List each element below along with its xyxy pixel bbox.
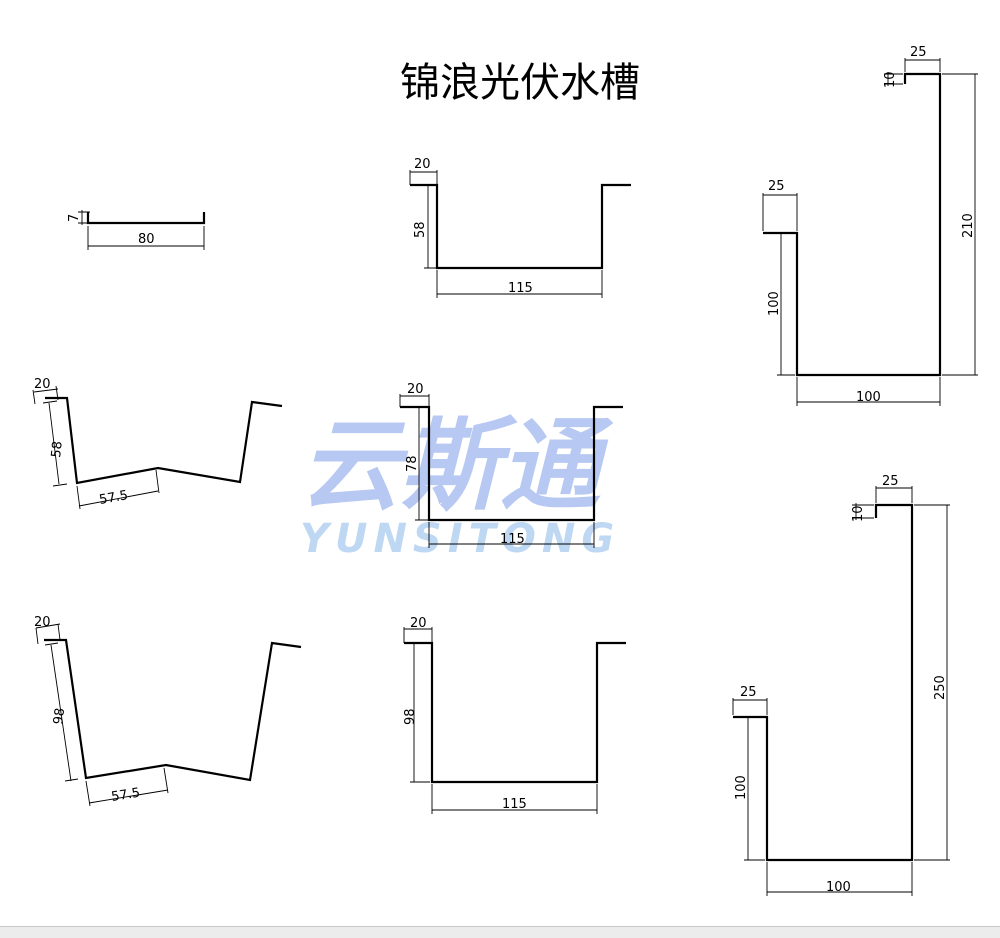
- dim-inner-height: 100: [734, 775, 749, 800]
- dim-lip: 20: [410, 616, 427, 631]
- dim-lip: 20: [407, 382, 424, 397]
- watermark-en: YUNSITONG: [300, 516, 620, 562]
- profile-u-channel-78: 20 78 115: [399, 382, 623, 548]
- dim-width: 100: [856, 390, 881, 405]
- profile-u-channel-98: 20 98 115: [403, 616, 626, 814]
- drawing-title: 锦浪光伏水槽: [400, 60, 640, 106]
- profile-flat-strip: 7 80: [67, 210, 206, 250]
- dim-inner-height: 100: [767, 291, 782, 316]
- profile-u-channel-58: 20 58 115: [409, 157, 631, 298]
- watermark: 云斯通 YUNSITONG: [300, 407, 620, 562]
- dim-width: 80: [138, 232, 155, 247]
- dim-lip: 20: [34, 377, 51, 392]
- dim-inner-lip: 25: [740, 685, 757, 700]
- dim-height: 78: [405, 455, 420, 472]
- dim-top-return: 10: [851, 505, 866, 522]
- status-bar: [0, 926, 1000, 938]
- dim-height: 58: [49, 440, 66, 458]
- dim-top-lip: 25: [910, 45, 927, 60]
- profile-tall-gutter-250: 25 10 25 250 100 100: [732, 474, 950, 896]
- dim-top-return: 10: [883, 71, 898, 88]
- dim-width: 115: [502, 797, 527, 812]
- dim-width: 115: [508, 281, 533, 296]
- dim-width: 100: [826, 880, 851, 895]
- dim-lip: 7: [67, 214, 82, 222]
- watermark-cn: 云斯通: [300, 407, 614, 524]
- dim-outer-height: 210: [961, 213, 976, 238]
- dim-height: 98: [51, 707, 68, 725]
- profile-tall-gutter-210: 25 10 25 210 100 100: [762, 45, 978, 406]
- profile-w-trough-58: 20 58 57.5: [32, 377, 283, 510]
- dim-width: 115: [500, 532, 525, 547]
- dim-outer-height: 250: [933, 675, 948, 700]
- dim-top-lip: 25: [882, 474, 899, 489]
- dim-height: 98: [403, 708, 418, 725]
- dim-height: 58: [413, 221, 428, 238]
- dim-lip: 20: [34, 615, 51, 630]
- profile-w-trough-98: 20 98 57.5: [34, 615, 302, 807]
- dim-inner-lip: 25: [768, 179, 785, 194]
- dim-half-width: 57.5: [110, 786, 141, 805]
- dim-lip: 20: [414, 157, 431, 172]
- dim-half-width: 57.5: [98, 488, 129, 508]
